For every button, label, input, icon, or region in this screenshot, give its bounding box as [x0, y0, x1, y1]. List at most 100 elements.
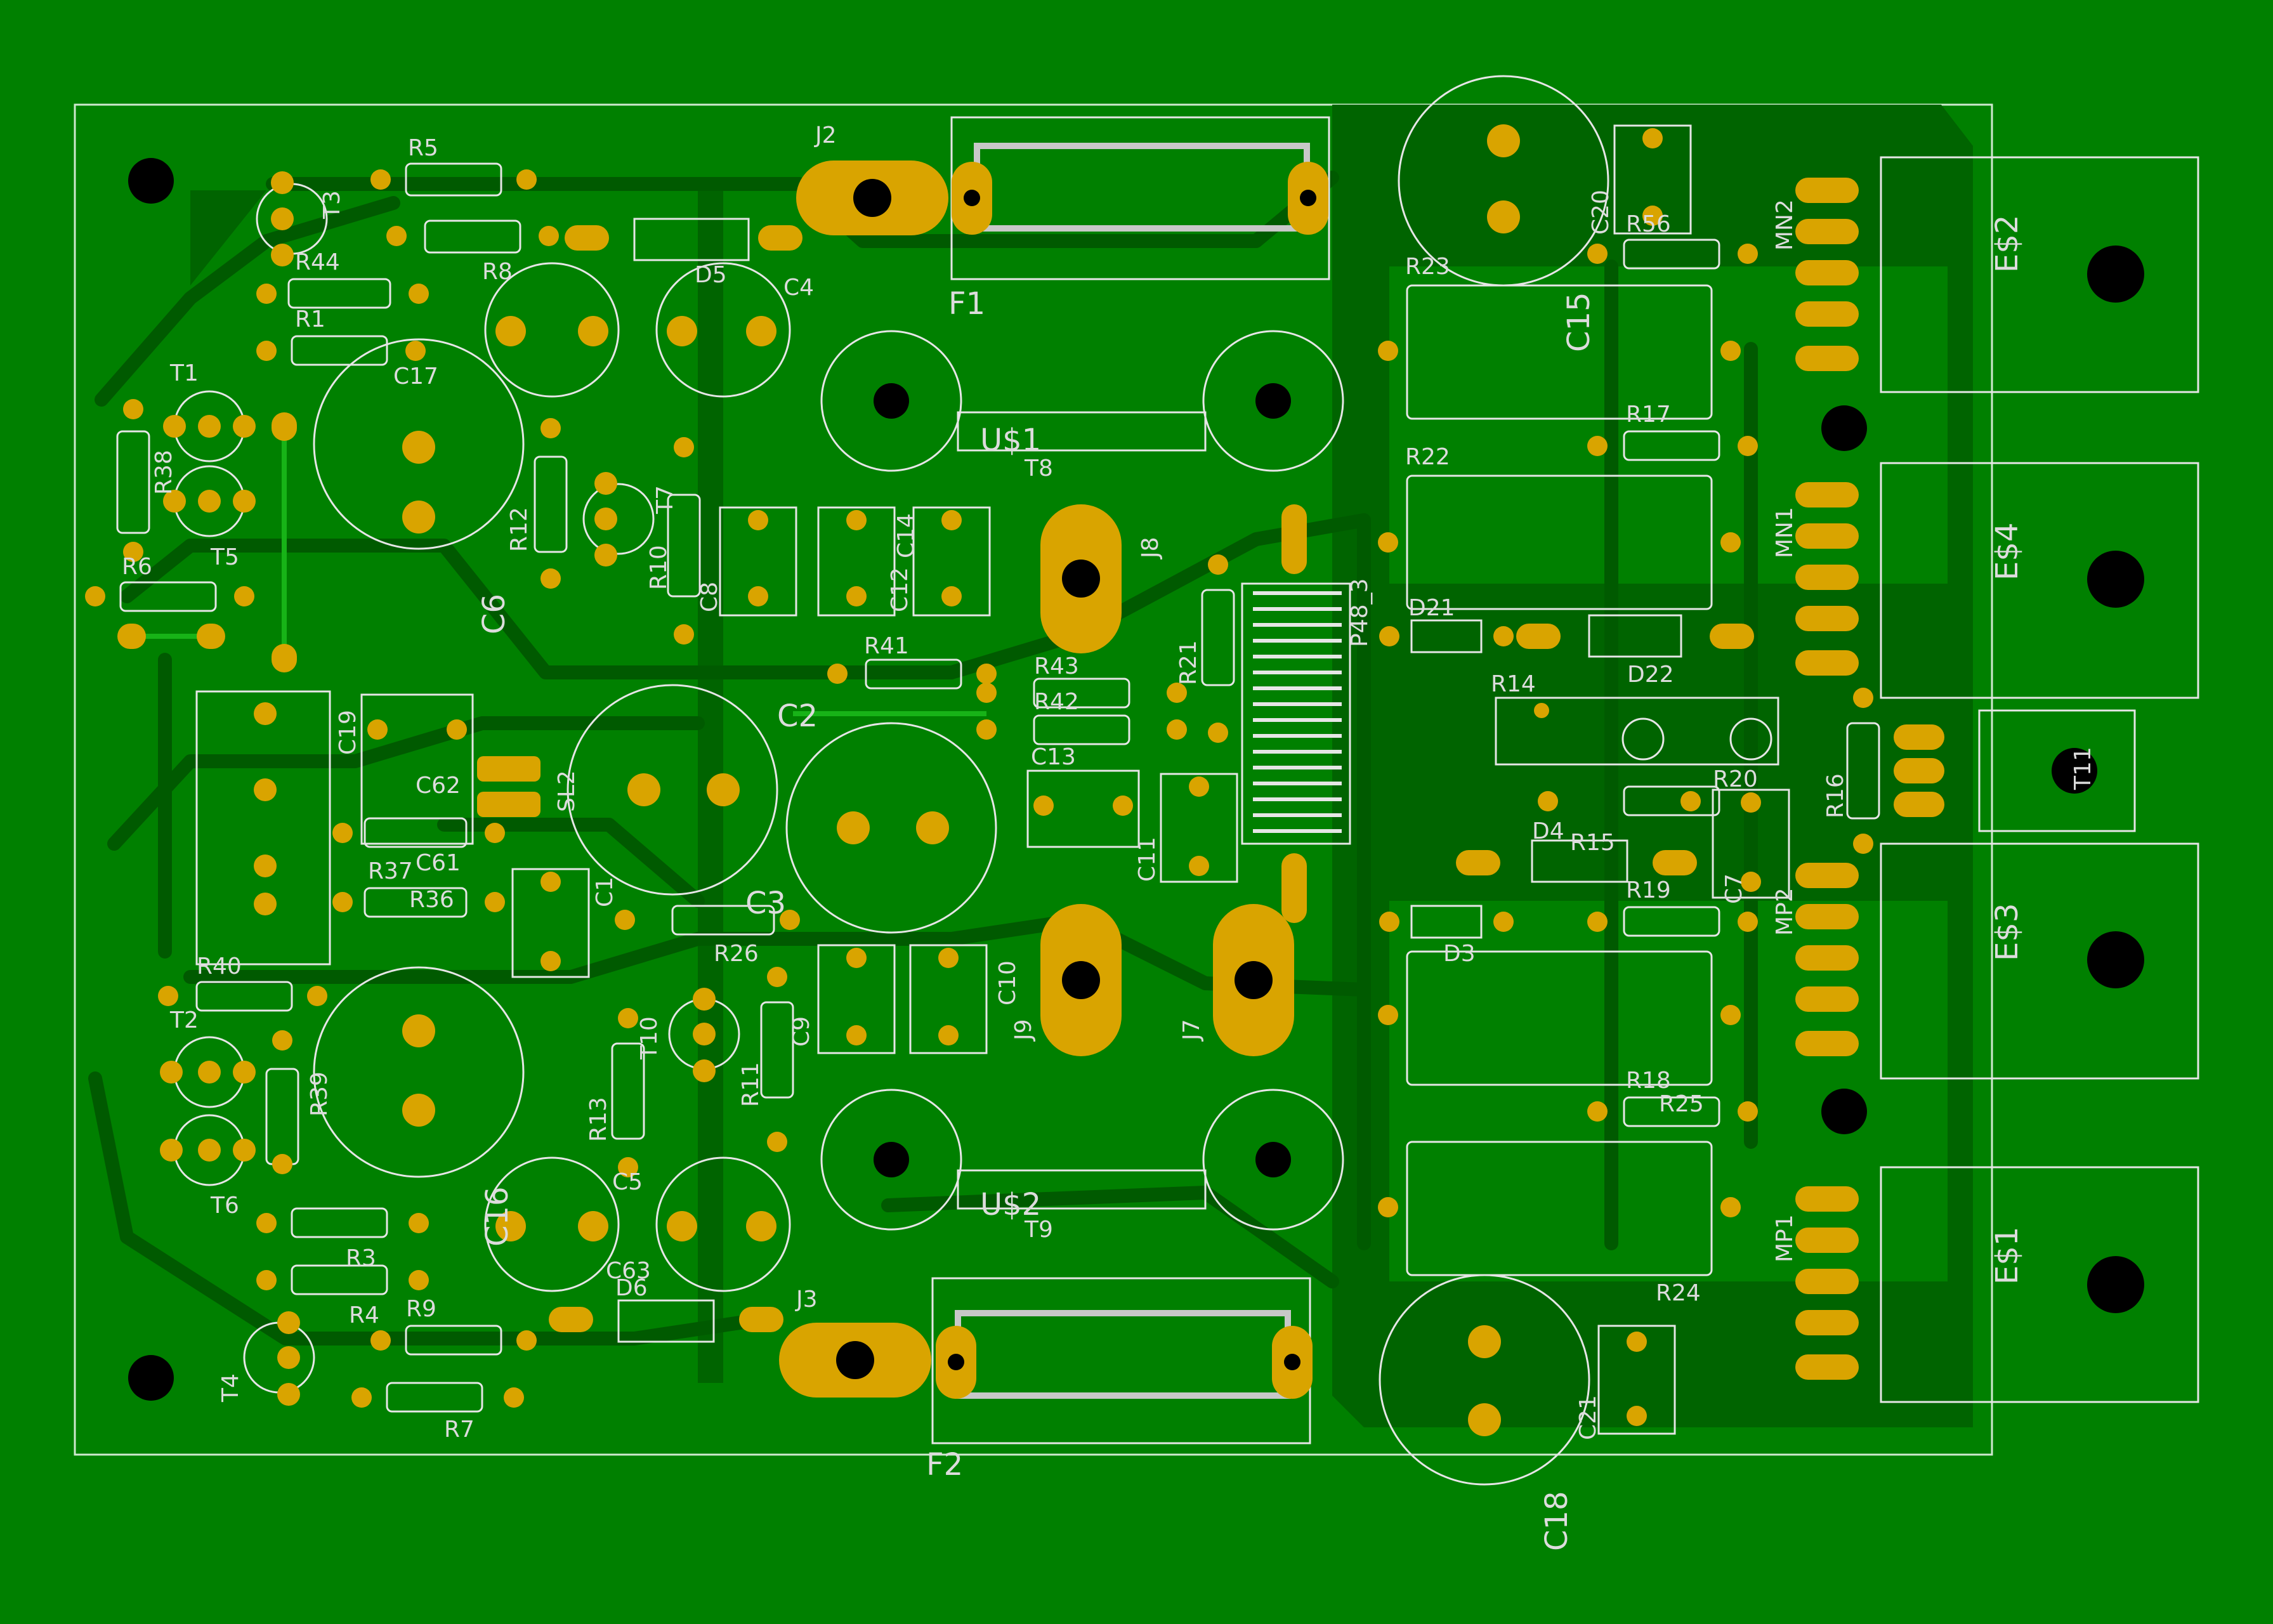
label-c5: C5: [612, 1169, 643, 1195]
connector-pads: [779, 160, 1294, 1398]
label-r36: R36: [409, 887, 454, 913]
label-t5: T5: [210, 544, 239, 570]
jumper-pads: [117, 412, 540, 817]
label-c9: C9: [789, 1016, 815, 1047]
label-mp2: MP2: [1772, 887, 1798, 936]
label-r22: R22: [1405, 444, 1450, 470]
film-capacitors: [195, 124, 1790, 1435]
inductor-p48-3: [1241, 504, 1351, 923]
label-c12: C12: [887, 567, 913, 612]
label-r11: R11: [738, 1062, 764, 1107]
fuse-f2: [931, 1277, 1313, 1444]
output-transistors: [1880, 156, 2199, 1403]
label-r3: R3: [346, 1245, 376, 1271]
label-j3: J3: [795, 1287, 818, 1313]
board-outline: [74, 103, 1993, 1456]
label-r42: R42: [1034, 689, 1079, 715]
label-r7: R7: [444, 1417, 475, 1443]
label-c11: C11: [1134, 837, 1160, 882]
label-c18: C18: [1539, 1491, 1575, 1551]
label-t7: T7: [652, 485, 678, 514]
mounting-holes: [128, 158, 1867, 1401]
label-r1: R1: [295, 306, 325, 332]
resistors: [85, 162, 1880, 1413]
label-r40: R40: [197, 953, 242, 979]
label-c2: C2: [777, 698, 818, 734]
label-t3: T3: [319, 190, 345, 219]
label-d4: D4: [1532, 818, 1564, 844]
label-r9: R9: [406, 1296, 436, 1322]
electrolytic-capacitors: [313, 75, 1609, 1486]
label-c61: C61: [416, 850, 461, 876]
label-j8: J8: [1137, 537, 1163, 560]
label-mp1: MP1: [1772, 1214, 1798, 1262]
label-r56: R56: [1626, 211, 1671, 237]
label-j9: J9: [1011, 1019, 1037, 1042]
label-c17: C17: [393, 363, 438, 390]
label-sl2: SL2: [554, 770, 580, 812]
label-r25: R25: [1659, 1091, 1704, 1117]
label-t6: T6: [210, 1193, 239, 1219]
label-r43: R43: [1034, 653, 1079, 679]
label-t9: T9: [1024, 1217, 1053, 1243]
label-f2: F2: [926, 1447, 963, 1483]
label-r38: R38: [151, 450, 177, 495]
label-r14: R14: [1491, 671, 1536, 697]
label-t1: T1: [169, 360, 199, 386]
label-d22: D22: [1627, 662, 1674, 688]
label-r15: R15: [1570, 830, 1615, 856]
label-mn2: MN2: [1772, 199, 1798, 251]
label-r8: R8: [482, 259, 513, 285]
label-c20: C20: [1588, 190, 1614, 235]
label-r19: R19: [1626, 877, 1671, 903]
label-c21: C21: [1575, 1395, 1601, 1440]
label-r23: R23: [1405, 254, 1450, 280]
label-r12: R12: [506, 507, 532, 552]
label-r18: R18: [1626, 1068, 1671, 1094]
label-es1: E$1: [1989, 1227, 2025, 1285]
label-r16: R16: [1823, 773, 1849, 818]
heatsinks: [820, 330, 1344, 1231]
label-r24: R24: [1656, 1280, 1701, 1306]
label-c8: C8: [697, 582, 723, 612]
label-r17: R17: [1626, 402, 1671, 428]
label-j7: J7: [1179, 1019, 1205, 1042]
label-us1: U$1: [980, 422, 1041, 458]
label-r41: R41: [864, 633, 909, 659]
label-c15: C15: [1561, 292, 1597, 352]
label-es4: E$4: [1989, 523, 2025, 580]
label-t4: T4: [218, 1373, 244, 1403]
heatsink-holes: [874, 383, 1291, 1177]
label-d3: D3: [1443, 941, 1476, 967]
label-d5: D5: [695, 262, 727, 288]
output-transistor-pads: [1795, 178, 1944, 1380]
diodes: [549, 218, 1754, 1343]
label-d21: D21: [1408, 595, 1455, 621]
label-t10: T10: [636, 1016, 662, 1060]
label-c63: C63: [606, 1258, 651, 1284]
label-c1: C1: [592, 877, 618, 907]
label-c4: C4: [783, 275, 814, 301]
label-r26: R26: [714, 941, 759, 967]
label-r6: R6: [122, 554, 152, 580]
label-c14: C14: [893, 513, 919, 558]
label-c6: C6: [476, 594, 512, 634]
label-r20: R20: [1713, 766, 1758, 792]
label-c62: C62: [416, 773, 461, 799]
fuse-f1: [950, 116, 1330, 280]
label-c7: C7: [1721, 874, 1747, 904]
trimmer-r14: [1495, 697, 1779, 766]
label-mn1: MN1: [1772, 507, 1798, 558]
label-es3: E$3: [1989, 903, 2025, 961]
label-p48-3: P48_3: [1347, 579, 1373, 647]
label-t2: T2: [169, 1007, 199, 1033]
small-transistors: [160, 171, 740, 1406]
label-c16: C16: [480, 1186, 515, 1247]
label-t11: T11: [2070, 747, 2096, 790]
label-c10: C10: [995, 960, 1021, 1005]
label-r44: R44: [295, 249, 340, 275]
label-es2: E$2: [1989, 215, 2025, 273]
label-r10: R10: [646, 545, 672, 590]
label-j2: J2: [814, 122, 837, 148]
label-r39: R39: [306, 1071, 332, 1116]
